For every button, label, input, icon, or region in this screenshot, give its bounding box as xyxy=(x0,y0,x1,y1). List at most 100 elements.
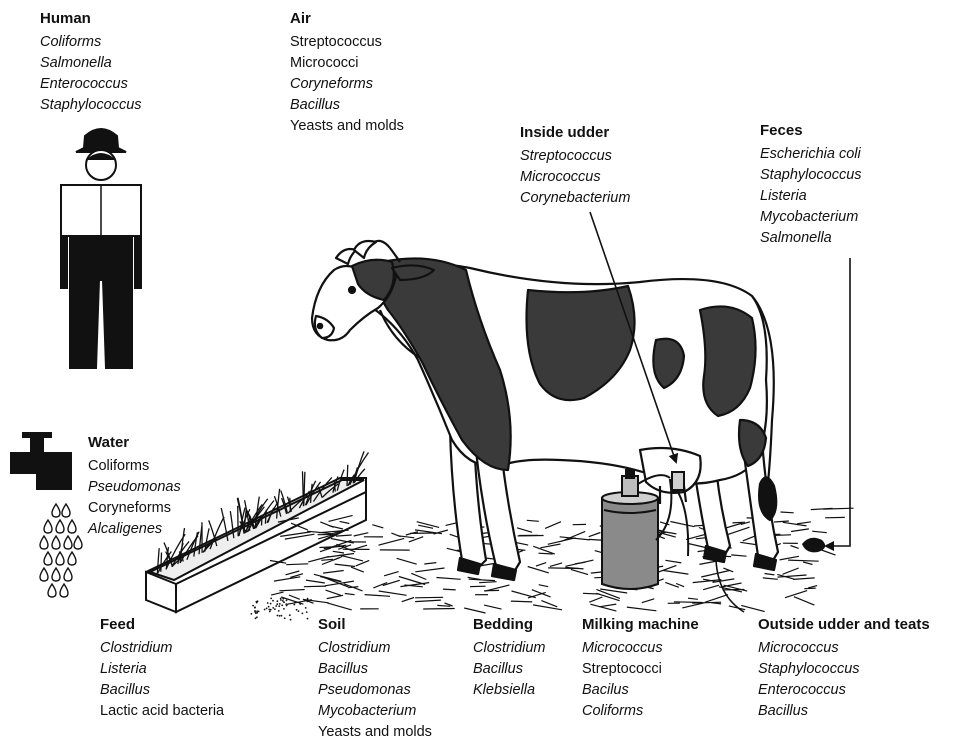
straw-stroke xyxy=(321,559,333,560)
water-drop-icon xyxy=(56,520,64,533)
feces-arrow xyxy=(826,258,850,546)
soil-speck xyxy=(252,605,254,607)
organism-item: Klebsiella xyxy=(473,680,546,701)
soil-speck xyxy=(305,607,307,609)
straw-stroke xyxy=(539,553,553,554)
soil-speck xyxy=(302,613,304,615)
soil-speck xyxy=(283,608,285,610)
soil-speck xyxy=(286,600,288,602)
organism-item: Salmonella xyxy=(40,53,142,74)
soil-speck xyxy=(306,611,308,613)
organism-item: Bacillus xyxy=(473,659,546,680)
straw-stroke xyxy=(335,564,356,566)
straw-stroke xyxy=(289,595,300,599)
straw-stroke xyxy=(589,597,602,602)
straw-stroke xyxy=(703,585,719,590)
soil-speck xyxy=(279,603,281,605)
soil-speck xyxy=(258,611,260,613)
water-tap xyxy=(10,432,72,490)
straw-stroke xyxy=(528,567,549,573)
straw-stroke xyxy=(354,533,369,536)
straw-stroke xyxy=(533,605,562,610)
water-drop-icon xyxy=(60,584,68,597)
organism-item: Pseudomonas xyxy=(318,680,432,701)
milking-can xyxy=(602,470,688,589)
soil-speck xyxy=(298,610,300,612)
straw-stroke xyxy=(548,538,576,545)
water-drop-icon xyxy=(56,552,64,565)
straw-stroke xyxy=(469,579,495,580)
water-drop-icon xyxy=(62,504,70,517)
straw-stroke xyxy=(528,592,546,598)
organism-item: Yeasts and molds xyxy=(290,116,404,137)
straw-stroke xyxy=(791,529,809,532)
organism-item: Bacillus xyxy=(318,659,432,680)
straw-stroke xyxy=(365,595,390,597)
straw-stroke xyxy=(511,601,532,602)
straw-stroke xyxy=(548,568,579,569)
straw-stroke xyxy=(417,522,439,528)
straw-stroke xyxy=(279,590,304,591)
straw-stroke xyxy=(527,520,539,521)
water-drops xyxy=(40,504,82,597)
organism-item: Clostridium xyxy=(318,638,432,659)
organism-item: Coryneforms xyxy=(290,74,404,95)
straw-stroke xyxy=(670,522,694,527)
straw-stroke xyxy=(336,535,352,536)
straw-stroke xyxy=(345,594,355,595)
straw-stroke xyxy=(391,533,400,537)
straw-stroke xyxy=(794,597,815,605)
soil-speck xyxy=(294,602,296,604)
soil-speck xyxy=(280,598,282,600)
straw-stroke xyxy=(741,605,764,611)
organism-item: Clostridium xyxy=(100,638,224,659)
soil-speck xyxy=(275,605,277,607)
straw-stroke xyxy=(540,544,560,548)
soil-speck xyxy=(278,610,280,612)
group-heading: Bedding xyxy=(473,614,546,635)
organism-item: Micrococcus xyxy=(758,638,930,659)
organism-item: Lactic acid bacteria xyxy=(100,701,224,722)
group-heading: Human xyxy=(40,8,142,29)
straw-stroke xyxy=(484,605,501,609)
straw-stroke xyxy=(780,556,799,560)
organism-item: Corynebacterium xyxy=(520,188,630,209)
straw-stroke xyxy=(589,533,601,537)
organism-item: Micrococcus xyxy=(582,638,699,659)
straw-stroke xyxy=(674,602,703,603)
straw-stroke xyxy=(733,522,746,523)
straw-stroke xyxy=(326,590,342,595)
straw-stroke xyxy=(327,595,343,598)
group-heading: Water xyxy=(88,432,181,453)
organism-item: Escherichia coli xyxy=(760,144,862,165)
straw-stroke xyxy=(411,573,426,579)
soil-speck xyxy=(293,604,295,606)
straw-stroke xyxy=(793,578,815,580)
straw-stroke xyxy=(372,525,383,528)
water-drop-icon xyxy=(52,504,60,517)
organism-item: Micrococcus xyxy=(520,167,630,188)
straw-stroke xyxy=(437,605,450,606)
organism-item: Bacillus xyxy=(290,95,404,116)
straw-stroke xyxy=(512,591,536,598)
straw-stroke xyxy=(286,564,308,565)
water-drop-icon xyxy=(48,584,56,597)
soil-speck xyxy=(307,601,309,603)
straw-stroke xyxy=(320,577,341,582)
straw-stroke xyxy=(642,599,654,603)
straw-stroke xyxy=(424,563,436,564)
organism-item: Coliforms xyxy=(40,32,142,53)
soil-speck xyxy=(285,603,287,605)
straw-stroke xyxy=(397,558,417,564)
straw-stroke xyxy=(701,571,729,578)
water-drop-icon xyxy=(44,552,52,565)
